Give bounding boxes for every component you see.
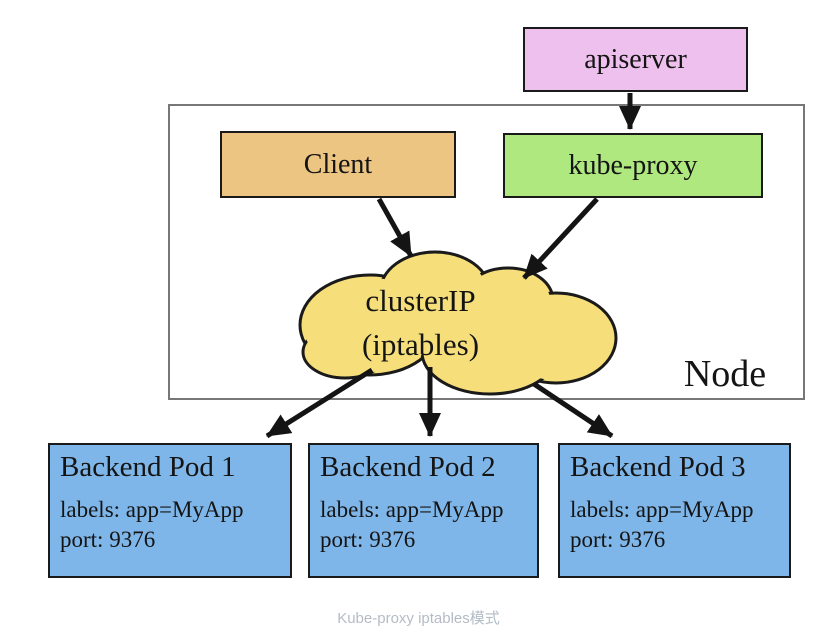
pod-labels: labels: app=MyApp — [60, 496, 244, 522]
pod-port: port: 9376 — [570, 526, 666, 552]
clusterip-cloud-label: clusterIP (iptables) — [318, 279, 523, 367]
pod-labels: labels: app=MyApp — [320, 496, 504, 522]
pod-title: Backend Pod 1 — [60, 451, 236, 483]
client-label: Client — [303, 148, 373, 180]
node-label: Node — [683, 353, 767, 395]
pod-port: port: 9376 — [60, 526, 156, 552]
kube-proxy-box: kube-proxy — [503, 133, 763, 198]
node-boundary — [168, 104, 805, 400]
iptables-line: (iptables) — [361, 327, 480, 363]
backend-pod-2-box: Backend Pod 2 labels: app=MyApp port: 93… — [308, 443, 539, 578]
clusterip-line: clusterIP — [365, 283, 476, 318]
pod-port: port: 9376 — [320, 526, 416, 552]
figure-caption: Kube-proxy iptables模式 — [337, 610, 500, 627]
pod-title: Backend Pod 3 — [570, 451, 746, 483]
client-box: Client — [220, 131, 456, 198]
backend-pod-3-box: Backend Pod 3 labels: app=MyApp port: 93… — [558, 443, 791, 578]
kube-proxy-label: kube-proxy — [568, 149, 698, 181]
pod-title: Backend Pod 2 — [320, 451, 496, 483]
apiserver-box: apiserver — [523, 27, 748, 92]
apiserver-label: apiserver — [584, 43, 687, 75]
backend-pod-1-box: Backend Pod 1 labels: app=MyApp port: 93… — [48, 443, 292, 578]
pod-labels: labels: app=MyApp — [570, 496, 754, 522]
